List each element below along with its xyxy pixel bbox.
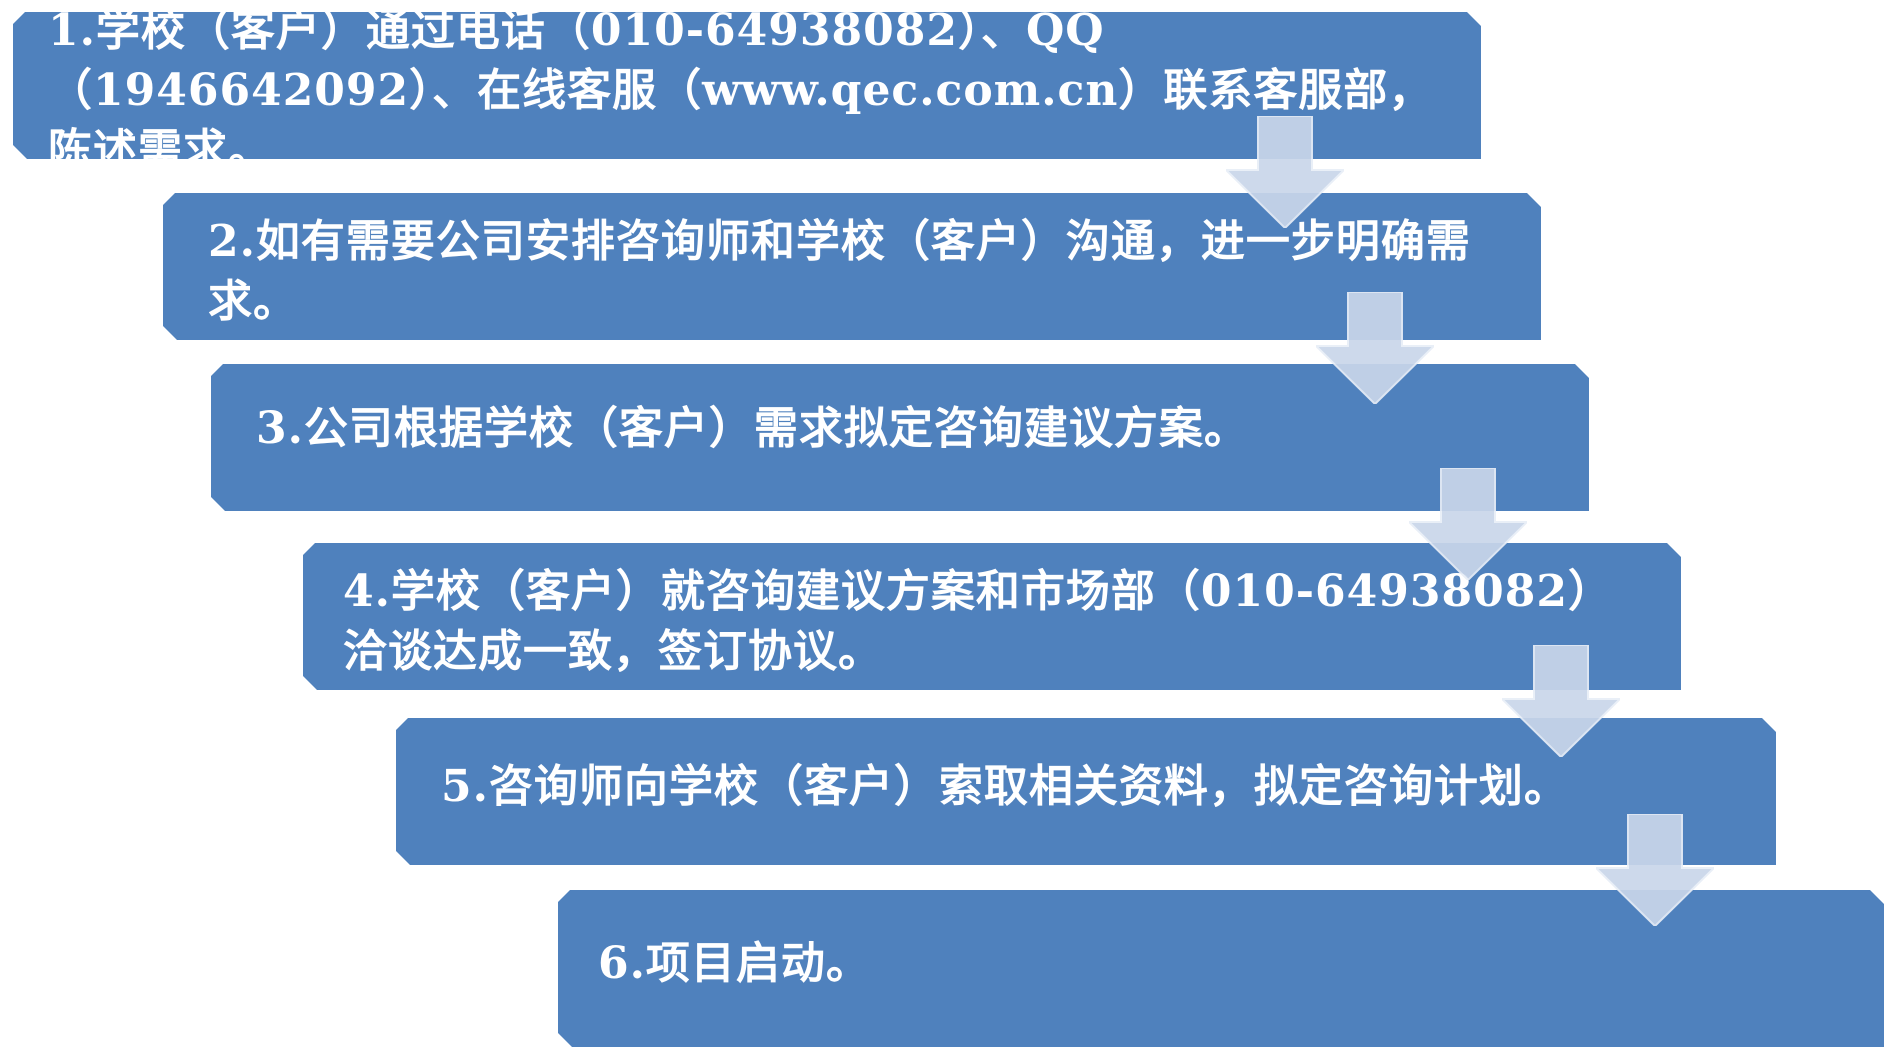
down-arrow-icon bbox=[1226, 116, 1344, 228]
step-box-4: 4.学校（客户）就咨询建议方案和市场部（010-64938082）洽谈达成一致，… bbox=[303, 543, 1681, 690]
step-box-6: 6.项目启动。 bbox=[558, 890, 1884, 1047]
step-text-6: 6.项目启动。 bbox=[598, 937, 871, 989]
down-arrow-icon bbox=[1409, 468, 1527, 580]
step-text-5: 5.咨询师向学校（客户）索取相关资料，拟定咨询计划。 bbox=[441, 760, 1569, 812]
down-arrow-icon bbox=[1316, 292, 1434, 404]
step-text-4: 4.学校（客户）就咨询建议方案和市场部（010-64938082）洽谈达成一致，… bbox=[343, 565, 1613, 677]
down-arrow-icon bbox=[1502, 645, 1620, 757]
step-text-3: 3.公司根据学校（客户）需求拟定咨询建议方案。 bbox=[256, 402, 1249, 454]
down-arrow-icon bbox=[1596, 814, 1714, 926]
step-text-1: 1.学校（客户）通过电话（010-64938082）、QQ（1946642092… bbox=[48, 4, 1434, 176]
step-box-1: 1.学校（客户）通过电话（010-64938082）、QQ（1946642092… bbox=[13, 12, 1481, 159]
step-box-2: 2.如有需要公司安排咨询师和学校（客户）沟通，进一步明确需求。 bbox=[163, 193, 1541, 340]
step-text-2: 2.如有需要公司安排咨询师和学校（客户）沟通，进一步明确需求。 bbox=[208, 215, 1471, 327]
